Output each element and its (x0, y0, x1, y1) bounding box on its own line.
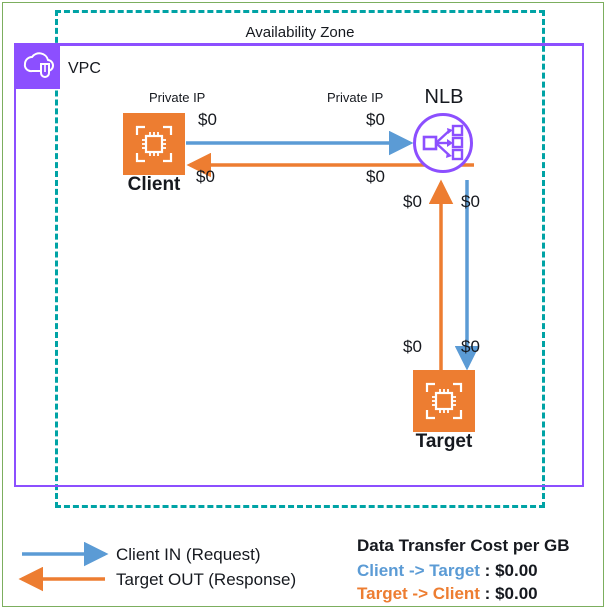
cost-amount-target-to-client: $0.00 (495, 584, 538, 603)
amount-nlb-up-orange: $0 (403, 192, 422, 211)
cost-direction-target-to-client: Target -> Client (357, 584, 480, 603)
vpc-top-edge (14, 43, 584, 46)
availability-zone-label: Availability Zone (245, 24, 355, 41)
amount-target-down-blue: $0 (461, 337, 480, 356)
private-ip-label-client: Private IP (149, 90, 206, 105)
client-node-icon (123, 113, 185, 175)
amount-nlb-in-top: $0 (366, 110, 385, 129)
vpc-cloud-shield-icon (14, 43, 60, 89)
cost-title: Data Transfer Cost per GB (357, 536, 570, 555)
amount-target-up-orange: $0 (403, 337, 422, 356)
legend-label-request: Client IN (Request) (116, 545, 261, 564)
cost-direction-client-to-target: Client -> Target (357, 561, 480, 580)
amount-client-out-top: $0 (198, 110, 217, 129)
vpc-boundary (14, 43, 584, 487)
target-node-label: Target (415, 431, 473, 452)
amount-nlb-down-blue: $0 (461, 192, 480, 211)
cost-amount-client-to-target: $0.00 (495, 561, 538, 580)
network-load-balancer-icon (413, 113, 473, 173)
cost-row-client-to-target: Client -> Target : $0.00 (357, 561, 538, 581)
amount-client-in-bottom: $0 (196, 167, 215, 186)
nlb-label: NLB (424, 86, 464, 108)
amount-nlb-out-bottom: $0 (366, 167, 385, 186)
cost-separator-target-to-client: : (479, 584, 496, 603)
private-ip-label-nlb: Private IP (327, 90, 384, 105)
cost-separator-client-to-target: : (479, 561, 496, 580)
target-node-icon (413, 370, 475, 432)
client-node-label: Client (127, 174, 181, 195)
availability-zone-boundary (55, 10, 545, 508)
vpc-label: VPC (68, 60, 101, 77)
legend-label-response: Target OUT (Response) (116, 570, 297, 589)
cost-row-target-to-client: Target -> Client : $0.00 (357, 584, 538, 604)
